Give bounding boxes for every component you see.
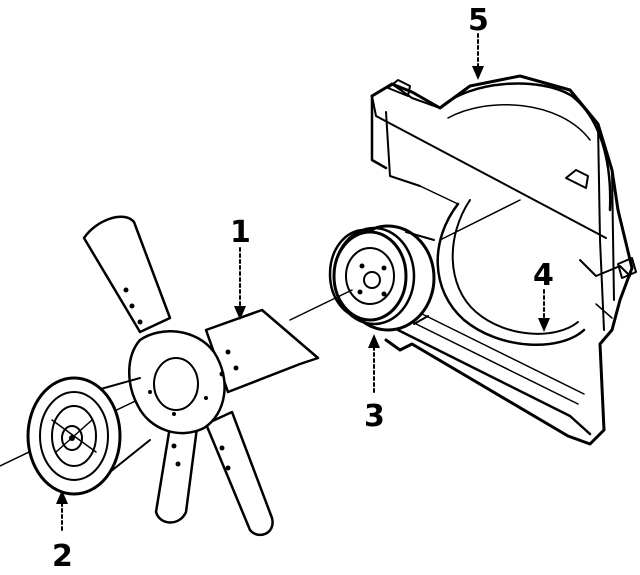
callout-number-3: 3 <box>364 399 385 434</box>
callout-number-2: 2 <box>52 539 73 574</box>
callout-arrow-1 <box>234 247 246 320</box>
fan-pulley <box>328 224 436 332</box>
fan-clutch <box>26 376 151 496</box>
callout-number-4: 4 <box>533 258 554 293</box>
callout-number-1: 1 <box>230 215 251 250</box>
callout-arrow-2 <box>56 490 68 531</box>
fan-shroud <box>370 74 637 446</box>
fan-blade-assembly <box>82 215 320 537</box>
callout-arrow-3 <box>368 334 380 393</box>
callout-arrow-4 <box>538 289 550 332</box>
callout-number-5: 5 <box>468 3 489 38</box>
callout-arrow-5 <box>472 33 484 80</box>
